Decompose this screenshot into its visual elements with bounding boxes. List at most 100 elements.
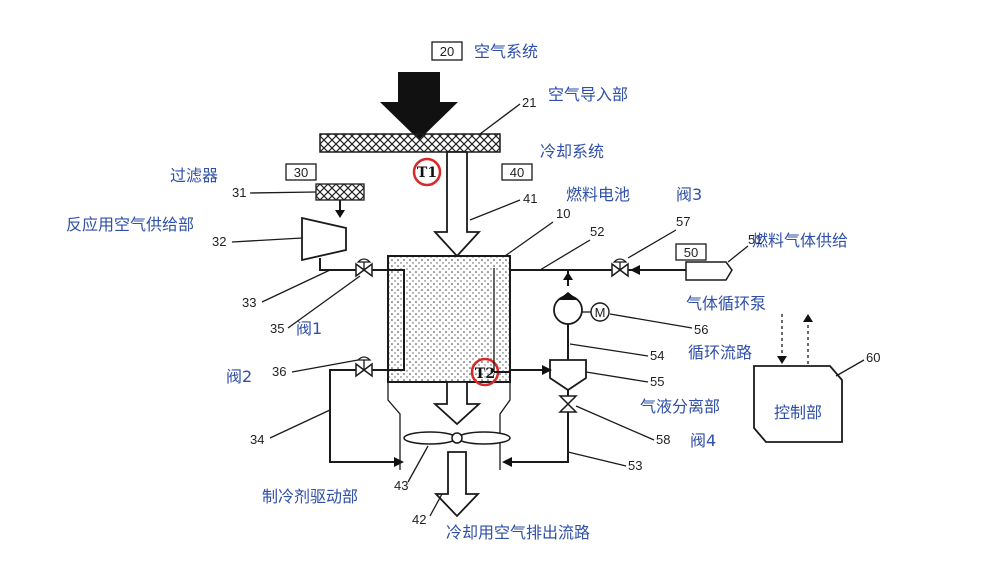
leader-33	[261, 269, 331, 303]
fan-hub	[451, 432, 463, 444]
circulation-return-arrowhead	[563, 272, 573, 280]
air-system-label: 空气系统	[474, 42, 538, 61]
valve4-label: 阀4	[690, 431, 716, 450]
leader-32	[231, 237, 303, 243]
leader-42	[429, 493, 443, 517]
leader-55	[585, 371, 649, 383]
leader-36	[291, 359, 359, 373]
gas-liquid-separator-label: 气液分离部	[640, 397, 720, 416]
drain-arrowhead	[502, 457, 512, 467]
fuel-cell-stack	[387, 255, 511, 383]
air-intake-label: 空气导入部	[548, 85, 628, 104]
pump-direction-triangle	[558, 292, 578, 300]
valve-58-symbol	[558, 395, 578, 413]
label-41: 41	[523, 191, 537, 206]
box-50-number: 50	[684, 245, 698, 260]
control-unit-label: 控制部	[774, 403, 822, 422]
fuel-gas-tank	[685, 261, 733, 281]
pump-motor	[590, 302, 610, 322]
leader-34	[269, 409, 331, 439]
box-50	[675, 243, 707, 261]
label-52: 52	[590, 224, 604, 239]
t2-sensor-label: T2	[475, 366, 495, 382]
valve-35-actuator	[356, 258, 372, 263]
cooling-system-label: 冷却系统	[540, 142, 604, 161]
label-43: 43	[394, 478, 408, 493]
air-inflow-arrow	[380, 72, 458, 140]
box-20-number: 20	[440, 44, 454, 59]
label-53: 53	[628, 458, 642, 473]
leader-41	[469, 199, 521, 221]
cooling-air-exhaust-label: 冷却用空气排出流路	[446, 523, 590, 542]
valve-57-actuator	[612, 258, 628, 263]
t1-sensor-label: T1	[417, 165, 437, 181]
label-56: 56	[694, 322, 708, 337]
box-30	[285, 163, 317, 181]
leader-53	[567, 451, 627, 467]
fuel-supply-arrowhead	[630, 265, 640, 275]
stack-exhaust-arrow	[432, 381, 482, 426]
leader-60	[835, 359, 865, 377]
valve1-label: 阀1	[296, 319, 322, 338]
control-unit-box	[753, 365, 843, 443]
label-33: 33	[242, 295, 256, 310]
box-20	[431, 41, 463, 61]
t1-highlight-circle	[412, 157, 442, 187]
label-34: 34	[250, 432, 264, 447]
leader-21	[479, 103, 521, 135]
fan-blade-right	[457, 431, 511, 445]
compressor-outlet-line	[319, 258, 356, 271]
leader-35	[287, 275, 361, 329]
label-42: 42	[412, 512, 426, 527]
gas-circulation-pump-label: 气体循环泵	[686, 294, 766, 313]
circulation-pump	[553, 295, 583, 325]
label-10: 10	[556, 206, 570, 221]
filter-element	[315, 183, 365, 201]
filter-flow-arrowhead	[335, 210, 345, 218]
valve2-label: 阀2	[226, 367, 252, 386]
leader-43	[407, 445, 429, 483]
cooling-air-inflow-arrow	[432, 151, 482, 258]
gas-liquid-separator	[549, 359, 587, 392]
leader-58	[575, 405, 655, 441]
label-60: 60	[866, 350, 880, 365]
signal-in-arrowhead	[777, 356, 787, 364]
valve-36-actuator	[356, 356, 372, 361]
leader-57	[627, 229, 677, 259]
air-compressor	[301, 216, 347, 262]
valve3-label: 阀3	[676, 185, 702, 204]
fan-blade-left	[403, 431, 457, 445]
box-30-number: 30	[294, 165, 308, 180]
leader-54	[569, 343, 649, 357]
label-36: 36	[272, 364, 286, 379]
label-55: 55	[650, 374, 664, 389]
fuel-gas-supply-label: 燃料气体供给	[752, 231, 848, 250]
label-58: 58	[656, 432, 670, 447]
box-40	[501, 163, 533, 181]
reaction-air-supply-label: 反应用空气供给部	[66, 215, 194, 234]
label-54: 54	[650, 348, 664, 363]
stack-air-inlet-line	[372, 269, 405, 371]
air-exhaust-line	[329, 369, 400, 463]
exhaust-duct-right	[499, 382, 511, 470]
label-21: 21	[522, 95, 536, 110]
signal-out-arrowhead	[803, 314, 813, 322]
label-31: 31	[232, 185, 246, 200]
filter-label: 过滤器	[170, 166, 218, 185]
leader-31	[249, 191, 317, 194]
exhaust-duct-left	[387, 382, 401, 470]
box-40-number: 40	[510, 165, 524, 180]
label-35: 35	[270, 321, 284, 336]
fuel-cell-label: 燃料电池	[566, 185, 630, 204]
cooling-air-exhaust-arrow	[433, 451, 481, 518]
coolant-driver-label: 制冷剂驱动部	[262, 487, 358, 506]
label-57: 57	[676, 214, 690, 229]
circulation-path-label: 循环流路	[688, 343, 752, 362]
label-51: 51	[748, 232, 762, 247]
air-exhaust-arrowhead	[394, 457, 404, 467]
label-32: 32	[212, 234, 226, 249]
leader-10	[504, 221, 554, 257]
leader-51	[727, 245, 749, 263]
